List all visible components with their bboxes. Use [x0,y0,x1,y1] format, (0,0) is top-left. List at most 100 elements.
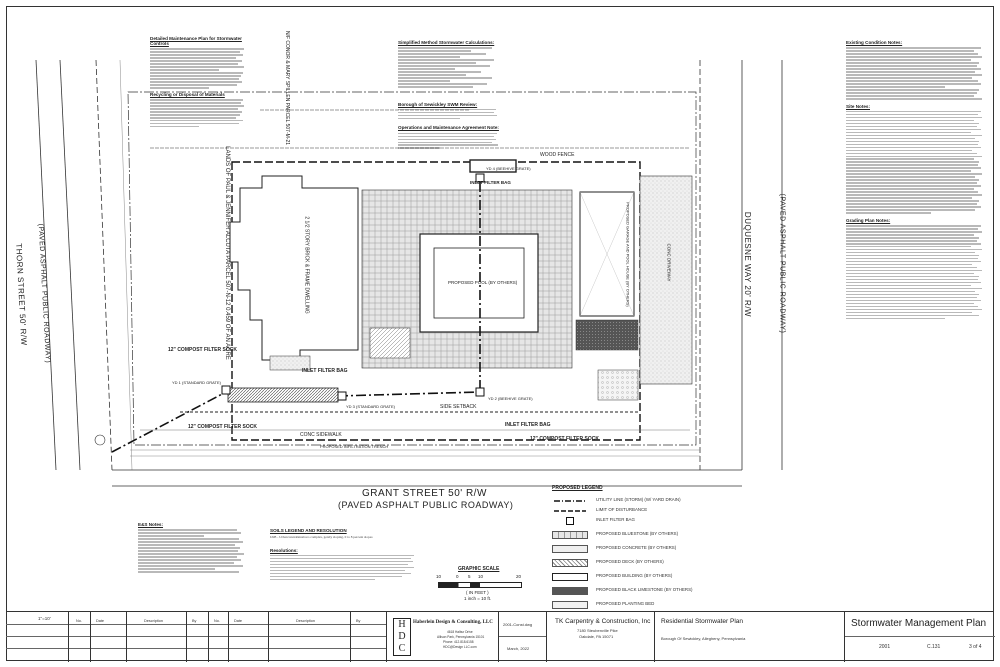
drawing-number: C.131 [927,644,941,650]
pool-label: PROPOSED POOL (BY OTHERS) [448,280,518,285]
grading-notes-title: Grading Plan Notes: [846,217,891,223]
maintenance-plan-title: Detailed Maintenance Plan for Stormwater… [150,36,242,47]
scale-bar [438,582,522,588]
firm-address-2: Allison Park, Pennsylvania 15101 [437,635,485,639]
project-title: Residential Stormwater Plan [661,618,744,625]
deck [369,327,411,359]
soils-resolution-notes: SOILS LEGEND AND RESOLUTION UhB - Urban … [270,528,420,608]
sheet-border [6,6,994,661]
scale-tick-1: 0 [456,574,459,579]
rev-header-no: No. [76,619,82,623]
inlet-filter-top [469,159,517,173]
client-city: Oakdale, PA 15071 [579,634,614,639]
firm-phone: Phone: 412.818.6158 [443,640,474,644]
es-notes-title: E&S Notes: [138,522,164,527]
owner-left-label: LANDS OF PAUL & JENNIFER ALCUTA PARCEL 5… [223,146,230,360]
client-block: TK Carpentry & Construction, Inc 7180 St… [546,612,654,662]
scale-value: 1"=10' [38,616,51,621]
project-block: Residential Stormwater Plan Borough Of S… [654,612,844,662]
project-number: 2001 [879,644,891,650]
site-notes-title: Site Notes: [846,103,870,109]
graphic-scale: GRAPHIC SCALE 10 0 5 10 20 ( IN FEET ) 1… [430,566,540,606]
notes-left-column: Detailed Maintenance Plan for Stormwater… [150,36,248,186]
yard-drain-1 [221,385,231,395]
dwelling [229,175,359,361]
planting-bed [597,369,639,401]
inlet-filter-mid-label: INLET FILTER BAG [302,368,348,374]
yard-drain-3 [337,391,347,401]
compost-bottom-label: 12" COMPOST FILTER SOCK [188,424,257,430]
scale-unit: ( IN FEET ) [466,590,489,595]
rev-header-by: By [192,619,197,623]
recycling-title: Recycling or Disposal of Materials [150,91,225,97]
scale-tick-4: 20 [516,574,522,579]
yd3-label: YD 3 (STANDARD GRATE) [346,404,395,409]
infiltration-trench-label: PROPOSED INFILTRATION TRENCH [320,444,389,449]
porch [269,355,311,371]
sheet-title-block: Stormwater Management Plan 2001 C.131 3 … [844,612,995,662]
black-limestone [575,319,639,351]
infiltration-trench [227,387,339,403]
sidewalk-label: CONC SIDEWALK [300,432,342,438]
yd2-label: YD 2 (BEEHIVE GRATE) [488,396,533,401]
side-setback-label: SIDE SETBACK [440,404,477,410]
om-agreement-title: Operations and Maintenance Agreement Not… [398,125,499,131]
owner-top-label: N/F CONOR & MARY SPILLEN PARCEL 507-M-21 [284,30,291,146]
title-block: 1"=10' No. Date Description By No. Date … [6,611,995,662]
rev-header-by-2: By [356,619,361,623]
cad-file: 2001-Const.dwg [503,622,533,627]
project-location: Borough Of Sewickley, Allegheny, Pennsyl… [661,636,746,641]
north-arrow [94,434,106,446]
firm-email: HDC@Design LLC.com [443,645,477,649]
rev-header-description-2: Description [296,619,315,623]
compost-right-label: 12" COMPOST FILTER SOCK [530,436,599,442]
legend-title: PROPOSED LEGEND [552,485,603,491]
grant-street [112,449,742,487]
notes-right-column: Existing Condition Notes: Site Notes: Gr… [846,40,988,604]
yd1-label: YD 1 (STANDARD GRATE) [172,380,221,385]
yard-drain-2 [475,387,485,397]
rev-header-date-2: Date [234,619,243,623]
duquesne-way-sublabel: (PAVED ASPHALT PUBLIC ROADWAY) [778,193,786,334]
firm-name: Haberlein Design & Consulting, LLC [413,620,493,625]
yard-drain-4 [475,173,485,183]
firm-address-1: 4618 Halbur Drive [447,630,473,634]
sheet-number: 3 of 4 [969,644,982,650]
scale-tick-0: 10 [436,574,442,579]
duquesne-way [699,60,783,470]
scale-ratio: 1 inch = 10 ft. [464,596,492,601]
wood-fence-label: WOOD FENCE [540,152,575,158]
soils-text: UhB - Urban land-Rainsboro complex, gent… [270,535,373,540]
pool-inner [433,247,525,319]
sheet-title: Stormwater Management Plan [851,618,987,629]
scale-tick-2: 5 [468,574,471,579]
scale-tick-3: 10 [478,574,484,579]
driveway-label: CONC DRIVEWAY [666,243,672,282]
file-date-block: 2001-Const.dwg March, 2022 [498,612,547,662]
existing-condition-title: Existing Condition Notes: [846,40,903,45]
swm-calculations-title: Simplified Method Stormwater Calculation… [398,40,495,45]
rev-header-description: Description [144,619,163,623]
client-address: 7180 Steubenville Pike [577,628,618,633]
thorn-street [35,59,133,471]
scale-title: GRAPHIC SCALE [458,566,500,572]
client-name: TK Carpentry & Construction, Inc [555,618,651,625]
driveway [639,175,693,385]
grant-street-sublabel: (PAVED ASPHALT PUBLIC ROADWAY) [338,500,514,510]
duquesne-way-label: DUQUESNE WAY 20' R/W [743,211,753,318]
property-line [127,91,697,446]
garage-label: PROPOSED GARAGE AND POOL HOUSE (BY OTHER… [625,202,631,307]
yd4-label: YD 4 (BEEHIVE GRATE) [486,166,531,171]
inlet-filter-top-label: INLET FILTER BAG [470,180,511,185]
rev-header-date: Date [96,619,105,623]
compost-left-label: 12" COMPOST FILTER SOCK [168,347,237,353]
rev-header-no-2: No. [214,619,220,623]
storm-line [111,178,481,453]
dwelling-label: 2 1/2 STORY BRICK & FRAME DWELLING [303,216,310,314]
drawing-date: March, 2022 [507,646,530,651]
es-notes: E&S Notes: [138,522,248,608]
